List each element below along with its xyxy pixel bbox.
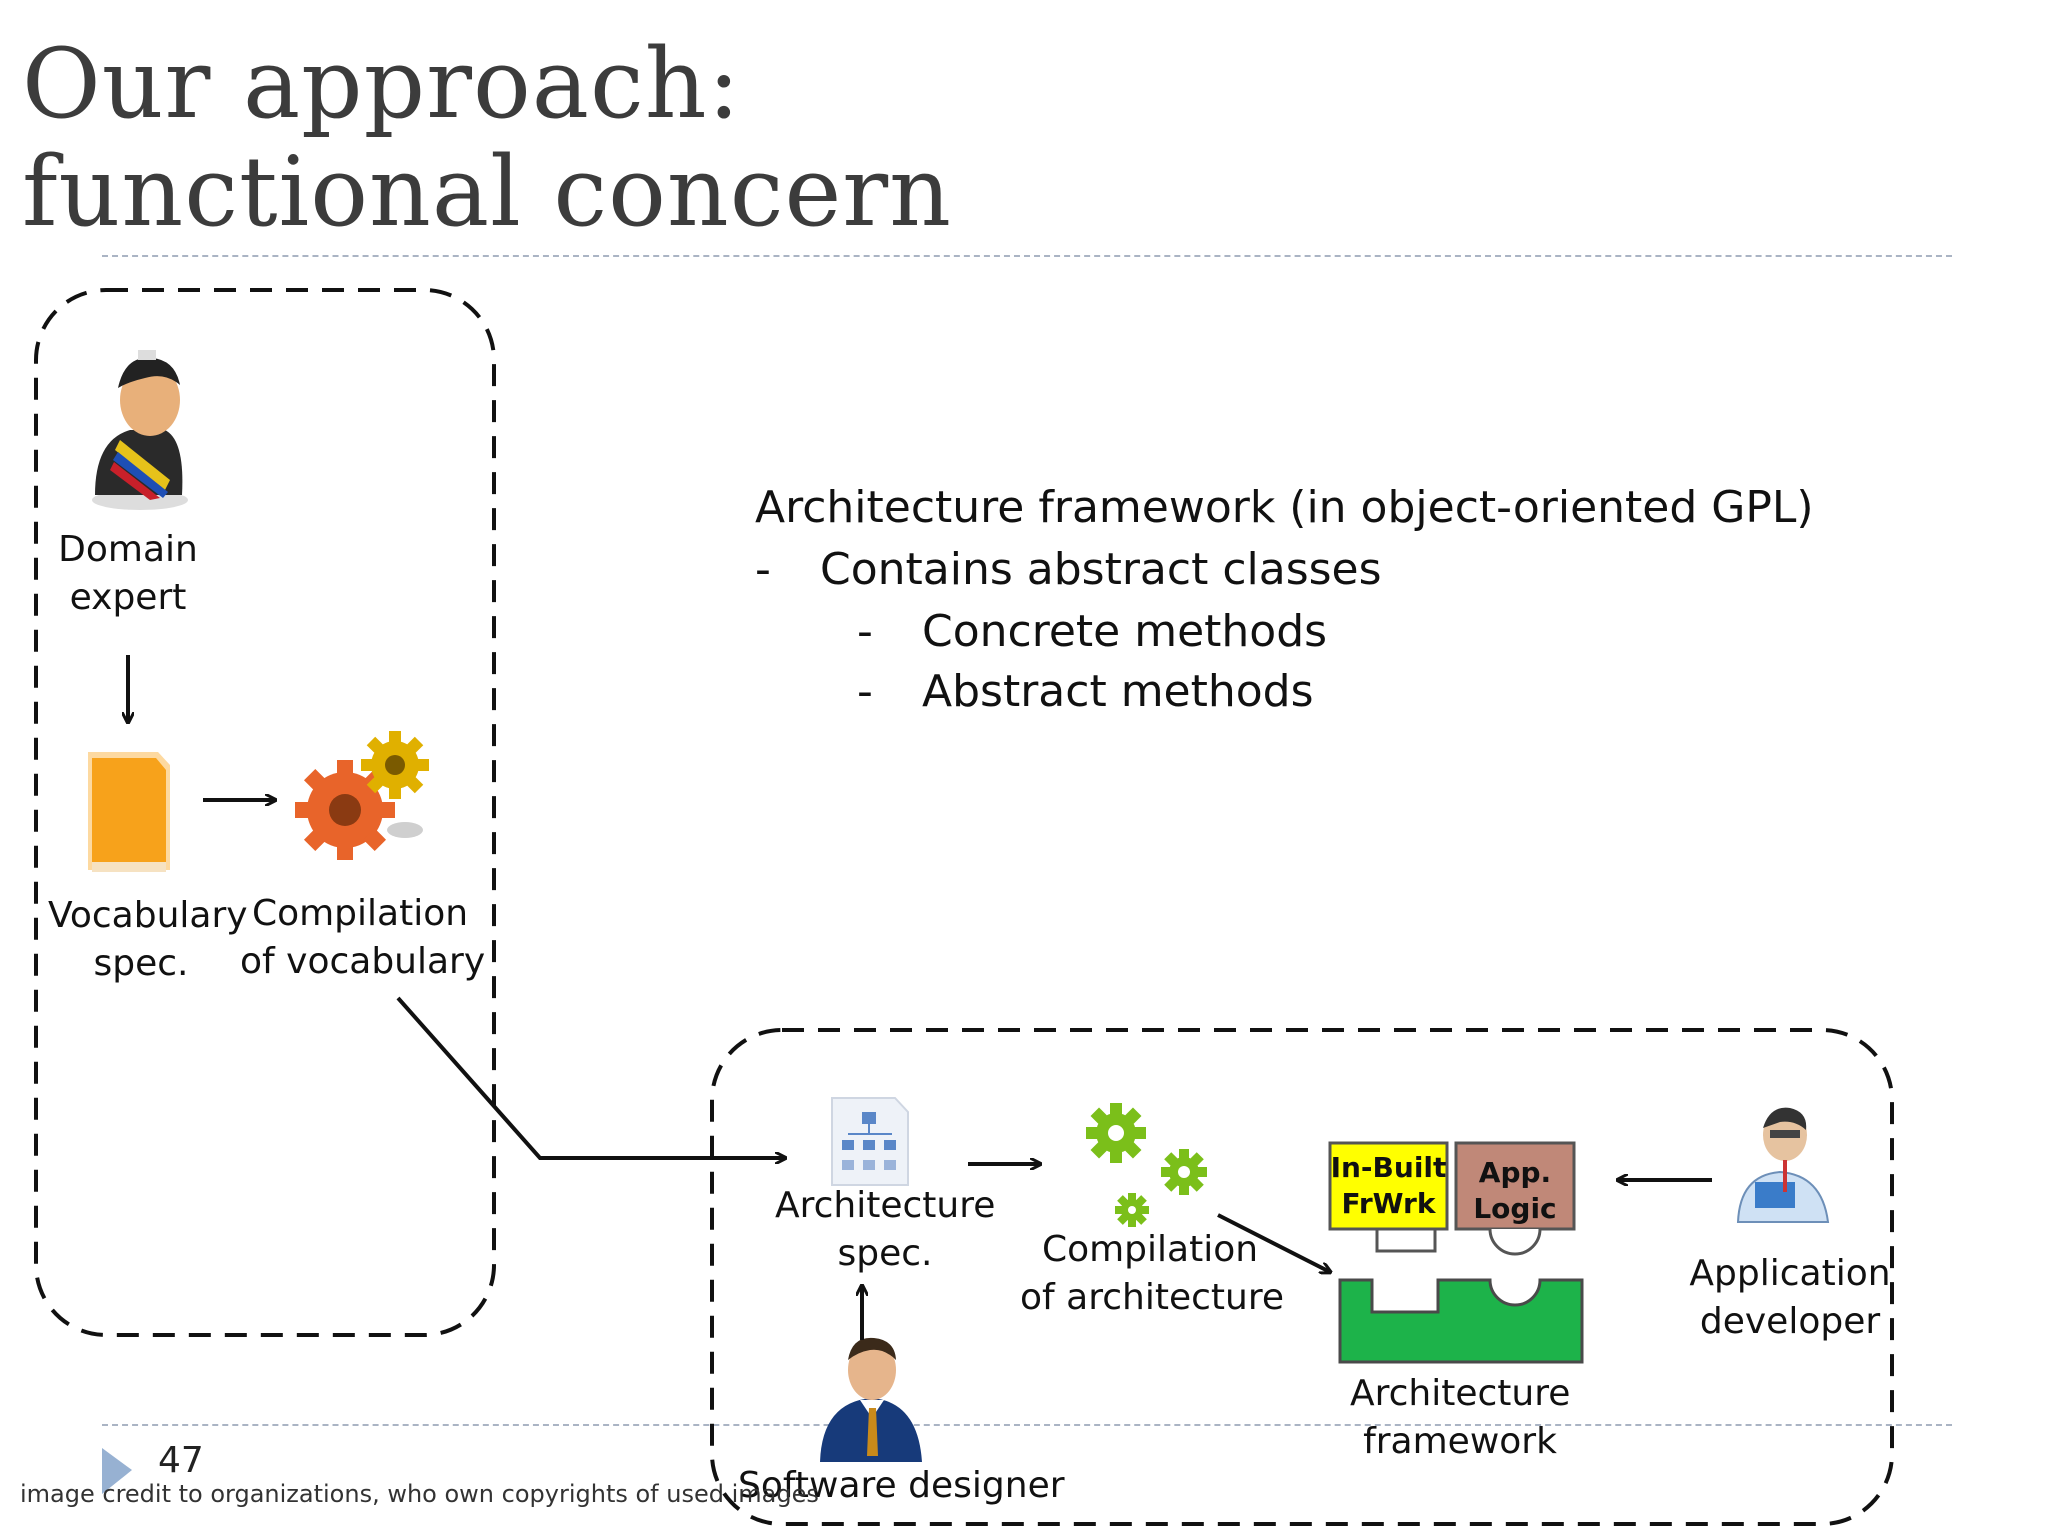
architecture-spec-label-line1: Architecture <box>775 1185 996 1226</box>
title-line-1: Our approach: <box>22 28 741 140</box>
compilation-architecture-label-line1: Compilation <box>1041 1229 1259 1270</box>
sub-bullet-2-marker: - <box>857 666 873 717</box>
bullet-1-marker: - <box>755 544 771 595</box>
title-line-2: functional concern <box>22 136 952 248</box>
right-group-box <box>710 1028 1894 1526</box>
sub-bullet-1: Concrete methods <box>922 606 1328 657</box>
page-number: 47 <box>158 1440 204 1481</box>
application-developer-label-line2: developer <box>1699 1301 1881 1342</box>
inbuilt-frwrk-label-line2: FrWrk <box>1341 1187 1436 1220</box>
architecture-framework-label-line2: framework <box>1363 1421 1557 1462</box>
architecture-spec-label-line2: spec. <box>837 1233 933 1274</box>
image-credit: image credit to organizations, who own c… <box>20 1480 819 1508</box>
arrow-vocab-to-arch-spec <box>396 996 785 1158</box>
footer-divider <box>102 1424 1952 1426</box>
compilation-architecture-label-line2: of architecture <box>1020 1277 1284 1318</box>
vocabulary-spec-label-line2: spec. <box>93 943 189 984</box>
inbuilt-frwrk-box <box>1328 1141 1449 1231</box>
application-developer-icon <box>1736 1107 1830 1223</box>
application-developer-label: Application developer <box>1680 1250 1900 1346</box>
application-developer-label-line1: Application <box>1689 1253 1891 1294</box>
domain-expert-label-line1: Domain <box>58 529 198 570</box>
footer-triangle-icon <box>102 1448 132 1494</box>
app-logic-label-line2: Logic <box>1473 1192 1557 1225</box>
inbuilt-frwrk-label-line1: In-Built <box>1330 1151 1447 1184</box>
vocabulary-spec-label: Vocabulary spec. <box>48 892 248 988</box>
sub-bullet-1-marker: - <box>857 606 873 657</box>
compilation-architecture-label: Compilation of architecture <box>1020 1226 1284 1322</box>
architecture-gears-icon <box>1086 1103 1207 1227</box>
app-logic-label: App. Logic <box>1456 1155 1574 1227</box>
sub-bullet-2: Abstract methods <box>922 666 1314 717</box>
software-designer-icon <box>820 1337 922 1462</box>
compilation-vocabulary-label-line1: Compilation <box>251 893 469 934</box>
arrow-compile-to-framework <box>1217 1213 1330 1272</box>
vocab-gears-icon <box>295 731 429 860</box>
vocabulary-spec-label-line1: Vocabulary <box>48 895 248 936</box>
architecture-framework-label-line1: Architecture <box>1350 1373 1571 1414</box>
left-group-box <box>34 288 496 1337</box>
title-divider <box>102 255 1952 257</box>
vocabulary-doc-icon <box>88 752 170 872</box>
compilation-vocabulary-label: Compilation of vocabulary <box>240 890 486 986</box>
compilation-vocabulary-label-line2: of vocabulary <box>240 941 486 982</box>
framework-base <box>1338 1278 1584 1364</box>
architecture-spec-icon <box>831 1097 909 1186</box>
software-designer-label: Software designer <box>738 1465 1065 1506</box>
description-heading: Architecture framework (in object-orient… <box>755 482 1814 533</box>
architecture-spec-label: Architecture spec. <box>775 1182 995 1278</box>
bullet-1: Contains abstract classes <box>820 544 1382 595</box>
domain-expert-label: Domain expert <box>48 526 208 622</box>
inbuilt-frwrk-label: In-Built FrWrk <box>1330 1150 1447 1222</box>
domain-expert-icon <box>92 350 188 510</box>
architecture-framework-label: Architecture framework <box>1350 1370 1570 1466</box>
app-logic-label-line1: App. <box>1478 1156 1552 1189</box>
domain-expert-label-line2: expert <box>69 577 187 618</box>
slide-title: Our approach: functional concern <box>22 30 952 246</box>
